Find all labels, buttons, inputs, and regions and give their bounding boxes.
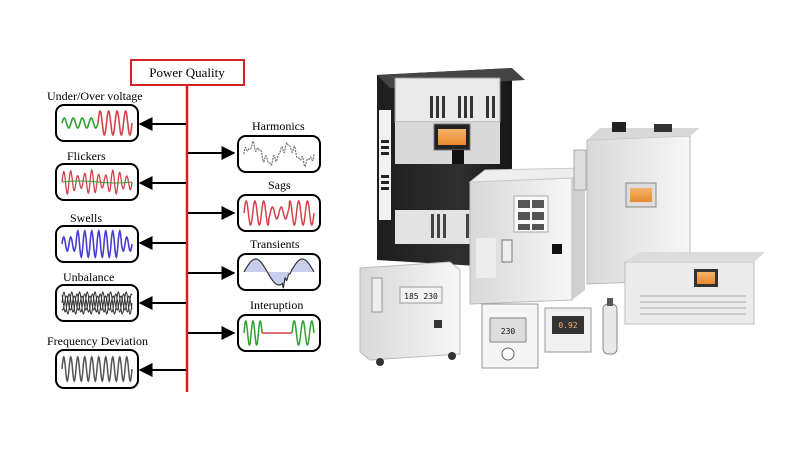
label-flickers: Flickers (67, 149, 106, 163)
capacitor (602, 298, 618, 355)
controller-readout: 0.92 (558, 321, 577, 330)
meter-readout: 230 (501, 327, 516, 336)
wall-panel (573, 122, 700, 285)
medium-cabinet (468, 167, 587, 305)
label-under-over-voltage: Under/Over voltage (47, 89, 143, 103)
diagram: Power Quality Under/Over voltage Flicker… (47, 59, 321, 392)
stabilizer-readout: 185 230 (404, 292, 438, 301)
frequency-deviation-waveform-icon (55, 349, 139, 389)
sag-waveform-icon (237, 194, 321, 232)
right-connectors (188, 146, 236, 340)
label-unbalance: Unbalance (63, 270, 114, 284)
power-factor-meter: 230 (481, 303, 539, 369)
swell-waveform-icon (55, 225, 139, 263)
transient-waveform-icon (237, 253, 321, 291)
products-image: 185 230 230 0.92 (359, 68, 765, 369)
label-interuption: Interuption (250, 298, 303, 312)
stabilizer-unit: 185 230 (359, 261, 461, 366)
flicker-waveform-icon (55, 163, 139, 201)
under-over-voltage-waveform-icon (55, 104, 139, 142)
label-sags: Sags (268, 178, 291, 192)
left-connectors (138, 117, 186, 377)
label-frequency-deviation: Frequency Deviation (47, 334, 148, 348)
label-harmonics: Harmonics (252, 119, 305, 133)
horizontal-panel (624, 252, 765, 325)
controller-meter: 0.92 (544, 307, 592, 353)
unbalance-waveform-icon (55, 284, 139, 322)
interruption-waveform-icon (237, 314, 321, 352)
label-swells: Swells (70, 211, 102, 225)
label-transients: Transients (250, 237, 300, 251)
harmonics-waveform-icon (237, 135, 321, 173)
page-title: Power Quality (149, 65, 225, 80)
